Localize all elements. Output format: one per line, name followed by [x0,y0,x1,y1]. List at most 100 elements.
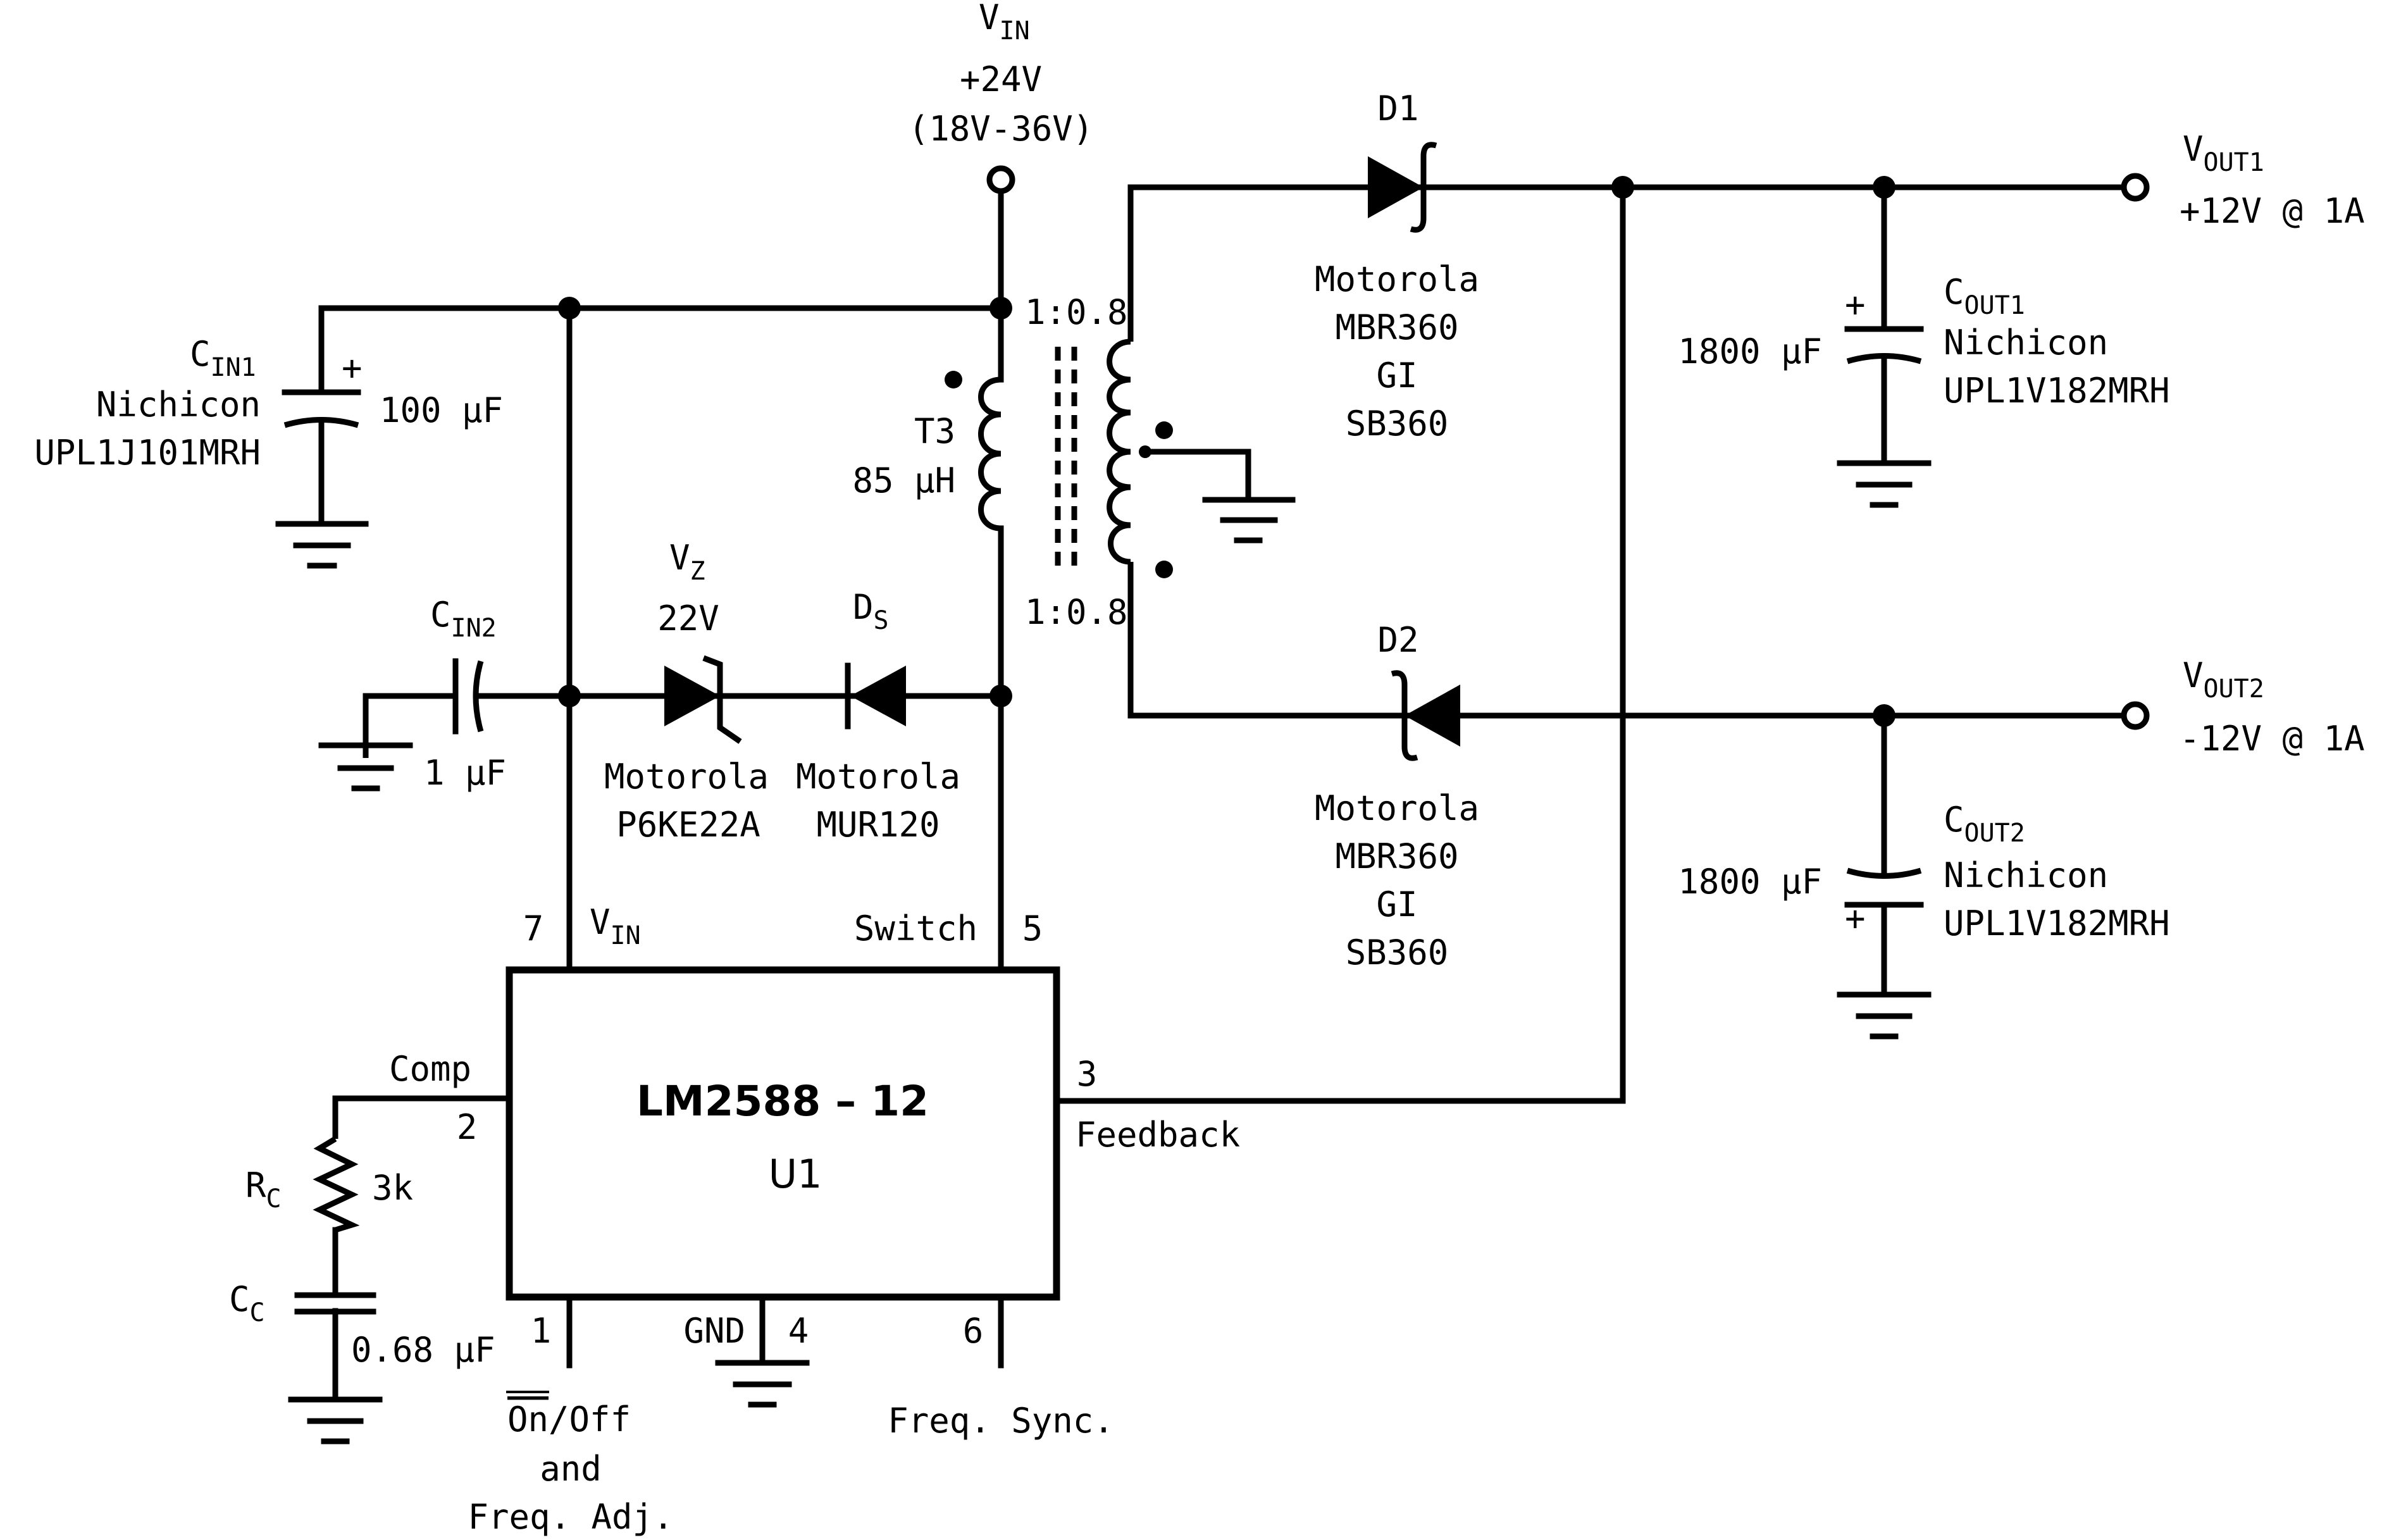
ground-cout2 [1837,991,1932,1040]
cin1-maker: Nichicon [96,385,261,425]
svg-text:VZ: VZ [669,538,705,586]
cin2-name: C [430,595,451,635]
pin2-label: Comp [389,1049,471,1089]
t3-ratio-bottom: 1:0.8 [1025,592,1128,632]
cc-name: C [229,1279,250,1319]
vz-value: 22V [657,599,719,638]
vz-name: V [669,538,690,578]
svg-text:VIN: VIN [590,902,641,950]
vin-range: (18V-36V) [909,109,1094,149]
cin1-part: UPL1J101MRH [34,433,261,473]
rc-name: R [245,1165,266,1205]
rc-name-sub: C [266,1184,282,1214]
svg-text:On/Off: On/Off [507,1400,631,1439]
pin4-number: 4 [788,1311,809,1351]
cin1-name-sub: IN1 [211,353,256,382]
d1-name: D1 [1377,89,1418,128]
cin2-labels: CIN2 1 µF [424,595,506,793]
vin-label-sub: IN [1000,16,1030,46]
pin6-label: Freq. Sync. [888,1401,1114,1441]
vout2-label: V [2183,655,2204,695]
vin-label: V [979,0,1000,37]
vout1-label-sub: OUT1 [2204,148,2264,177]
ds-maker: Motorola [796,757,960,797]
d2-part: MBR360 [1335,836,1458,876]
ds-name-sub: S [874,606,889,635]
vin-terminal [986,165,1015,194]
ds-diode [845,662,906,730]
svg-text:VOUT1: VOUT1 [2183,129,2264,177]
junction-dots [558,176,1895,727]
cout2-value: 1800 µF [1678,862,1822,902]
cout2-labels: COUT2 Nichicon UPL1V182MRH + 1800 µF [1678,800,2169,943]
vout1-terminal [2121,173,2150,202]
svg-text:RC: RC [245,1165,282,1214]
cin1-value: 100 µF [380,390,503,430]
cout1-name: C [1944,272,1964,312]
t3-name: T3 [914,411,955,451]
svg-text:DS: DS [853,587,889,635]
ground-symbols [275,460,1932,1444]
pin7-number: 7 [523,909,544,948]
cout1-capacitor [1844,326,1924,364]
d1-alt-maker: GI [1376,356,1417,395]
pin1-line3: Freq. Adj. [468,1497,673,1537]
cout1-value: 1800 µF [1678,332,1822,371]
cin2-name-sub: IN2 [451,614,497,643]
pin7-label-sub: IN [611,921,641,950]
pin6-number: 6 [963,1311,984,1351]
wires [318,184,1892,1401]
ground-center-tap [1202,497,1296,543]
d2-schottky-diode [1391,670,1460,761]
vout2-terminal [2121,701,2150,730]
cc-value: 0.68 µF [351,1330,495,1370]
svg-text:COUT1: COUT1 [1944,272,2025,320]
pin3-label: Feedback [1076,1115,1240,1155]
cin2-capacitor [452,658,484,735]
pin2-number: 2 [457,1107,478,1147]
cout1-maker: Nichicon [1944,323,2108,363]
cin1-plus: + [342,348,363,388]
vout1-labels: VOUT1 +12V @ 1A [2180,129,2365,231]
cin2-value: 1 µF [424,753,506,793]
svg-text:CIN2: CIN2 [430,595,497,643]
vz-labels: VZ 22V Motorola P6KE22A [604,538,769,845]
cc-labels: CC 0.68 µF [229,1279,495,1370]
ground-pin4 [715,1360,810,1408]
ground-cc [288,1396,383,1444]
u1-ref: U1 [769,1151,822,1197]
t3-value: 85 µH [852,461,955,500]
svg-text:VOUT2: VOUT2 [2183,655,2264,704]
ds-labels: DS Motorola MUR120 [796,587,960,845]
d2-labels: D2 Motorola MBR360 GI SB360 [1315,620,1479,972]
u1-chip: LM2588 – 12 U1 [506,966,1060,1301]
cout1-labels: COUT1 Nichicon UPL1V182MRH + 1800 µF [1678,272,2169,411]
d2-name: D2 [1377,620,1418,660]
cc-capacitor [294,1292,376,1315]
cin1-name: C [190,334,211,374]
vz-zener-diode [664,655,742,744]
t3-transformer [945,338,1173,578]
cout1-name-sub: OUT1 [1964,291,2025,320]
t3-primary-winding [978,376,1002,531]
cout2-capacitor [1844,867,1924,908]
rc-value: 3k [372,1168,413,1208]
svg-text:COUT2: COUT2 [1944,800,2025,848]
cout1-part: UPL1V182MRH [1944,371,2170,411]
cout2-plus: + [1845,898,1866,938]
t3-secondary-dot-top [1155,421,1173,439]
d1-schottky-diode [1368,142,1437,233]
vout1-label: V [2183,129,2204,169]
vz-part: P6KE22A [616,805,760,845]
cout2-maker: Nichicon [1944,855,2108,895]
pin4-label: GND [683,1311,745,1351]
ground-cin1 [275,521,369,569]
pin5-number: 5 [1022,909,1043,948]
vin-labels: VIN +24V (18V-36V) [909,0,1094,149]
cin1-labels: CIN1 Nichicon UPL1J101MRH + 100 µF [34,334,503,473]
pin1-label-rest: /Off [549,1400,631,1439]
d2-alt-part: SB360 [1346,933,1449,972]
cin1-capacitor [282,389,361,428]
ds-name: D [853,587,874,627]
cout2-part: UPL1V182MRH [1944,904,2170,943]
